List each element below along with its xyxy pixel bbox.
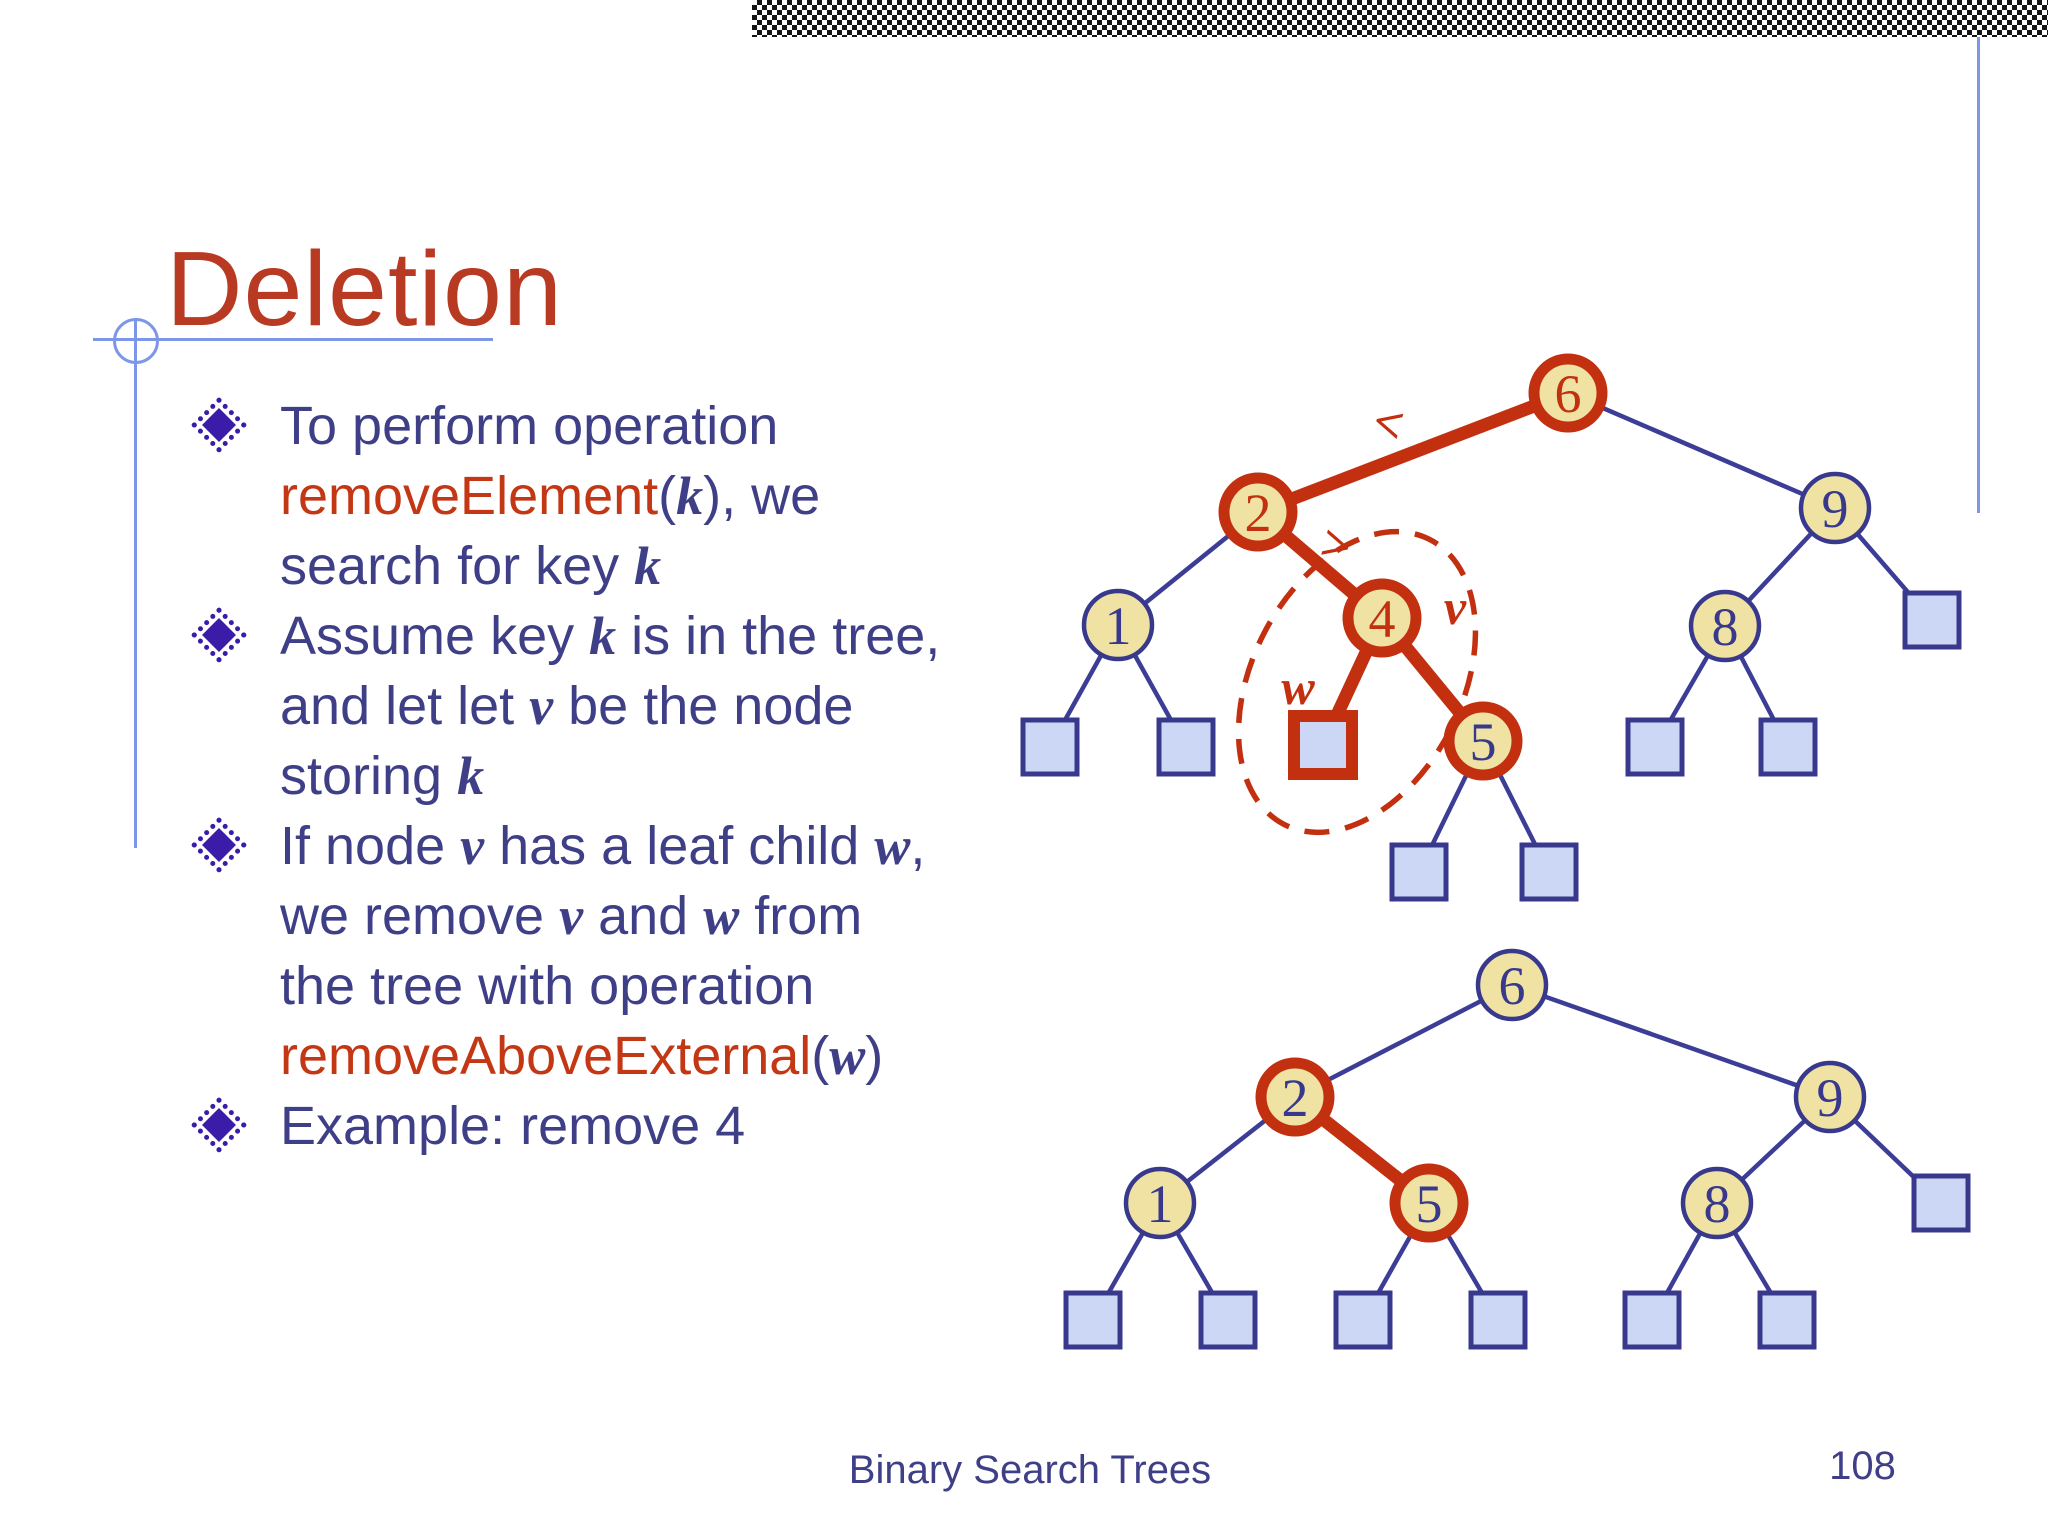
bullet-text-line: the tree with operation — [280, 956, 815, 1016]
bullet-item: Example: remove 4 — [190, 1091, 1055, 1161]
bullet-text-line: Example: remove 4 — [280, 1096, 746, 1156]
external-node — [1198, 1290, 1258, 1350]
comparison-label: < — [1367, 393, 1410, 456]
external-node — [1389, 842, 1449, 902]
variable-label: w — [1281, 659, 1315, 715]
bullet-text-line: Assume key k is in the tree, — [280, 606, 941, 666]
bullet-item: To perform operation removeElement(k), we… — [190, 391, 1055, 601]
tree-edge — [1292, 982, 1515, 1100]
external-node — [1156, 717, 1216, 777]
footer-title: Binary Search Trees — [848, 1448, 1212, 1492]
external-node — [1625, 717, 1685, 777]
bullet-text-line: search for key k — [280, 536, 662, 596]
external-node — [1757, 1290, 1817, 1350]
tree-edge — [1565, 390, 1838, 511]
variable-label: v — [1444, 579, 1467, 635]
bullet-text-line: removeAboveExternal(w) — [280, 1026, 884, 1086]
internal-node — [1218, 472, 1298, 552]
page-title: Deletion — [166, 230, 563, 349]
internal-node — [1081, 588, 1155, 662]
node-key-label: 1 — [1147, 1174, 1174, 1234]
bullet-text-line: To perform operation — [280, 396, 779, 456]
checkered-band — [752, 0, 2048, 37]
internal-node — [1688, 589, 1762, 663]
bullet-text-line: removeElement(k), we — [280, 466, 821, 526]
node-key-label: 4 — [1369, 589, 1396, 649]
decorative-circle — [113, 318, 159, 364]
node-key-label: 2 — [1245, 483, 1272, 543]
internal-node — [1798, 471, 1872, 545]
internal-node — [1342, 578, 1422, 658]
node-key-label: 8 — [1712, 597, 1739, 657]
node-key-label: 9 — [1822, 479, 1849, 539]
internal-node — [1443, 701, 1523, 781]
tree-after-removal: 6 2 9 1 5 8 — [1063, 948, 1971, 1350]
bullet-text-line: we remove v and w from — [280, 886, 863, 946]
bullet-list: To perform operation removeElement(k), we… — [190, 391, 1055, 1161]
node-key-label: 2 — [1282, 1068, 1309, 1128]
node-key-label: 6 — [1555, 364, 1582, 424]
page-number: 108 — [1829, 1444, 1896, 1488]
external-node — [1902, 590, 1962, 650]
external-node — [1911, 1173, 1971, 1233]
node-key-label: 5 — [1470, 712, 1497, 772]
internal-node — [1528, 353, 1608, 433]
internal-node — [1389, 1163, 1469, 1243]
external-node — [1758, 717, 1818, 777]
left-accent-line — [134, 319, 137, 848]
node-key-label: 8 — [1704, 1174, 1731, 1234]
external-node — [1063, 1290, 1123, 1350]
title-underline — [93, 338, 493, 341]
external-node — [1468, 1290, 1528, 1350]
node-key-label: 9 — [1817, 1068, 1844, 1128]
bullet-text-line: If node v has a leaf child w, — [280, 816, 926, 876]
tree-edge — [1251, 386, 1575, 519]
internal-node — [1475, 948, 1549, 1022]
external-node — [1020, 717, 1080, 777]
bullet-item: Assume key k is in the tree, and let let … — [190, 601, 1055, 811]
node-key-label: 5 — [1416, 1174, 1443, 1234]
bullet-item: If node v has a leaf child w, we remove v… — [190, 811, 1055, 1091]
bullet-text-line: and let let v be the node — [280, 676, 854, 736]
tree-edge — [1509, 982, 1833, 1100]
internal-node — [1680, 1166, 1754, 1240]
external-node — [1333, 1290, 1393, 1350]
tree-before-removal: 6 2 9 1 4 8 5 <> v w — [1020, 353, 1962, 902]
external-node — [1622, 1290, 1682, 1350]
node-key-label: 1 — [1105, 596, 1132, 656]
internal-node — [1123, 1166, 1197, 1240]
internal-node — [1793, 1060, 1867, 1134]
internal-node — [1255, 1057, 1335, 1137]
node-key-label: 6 — [1499, 956, 1526, 1016]
external-node — [1519, 842, 1579, 902]
comparison-label: > — [1315, 515, 1358, 578]
bullet-text-line: storing k — [280, 746, 485, 806]
right-accent-line — [1977, 37, 1980, 513]
external-node — [1288, 710, 1358, 780]
